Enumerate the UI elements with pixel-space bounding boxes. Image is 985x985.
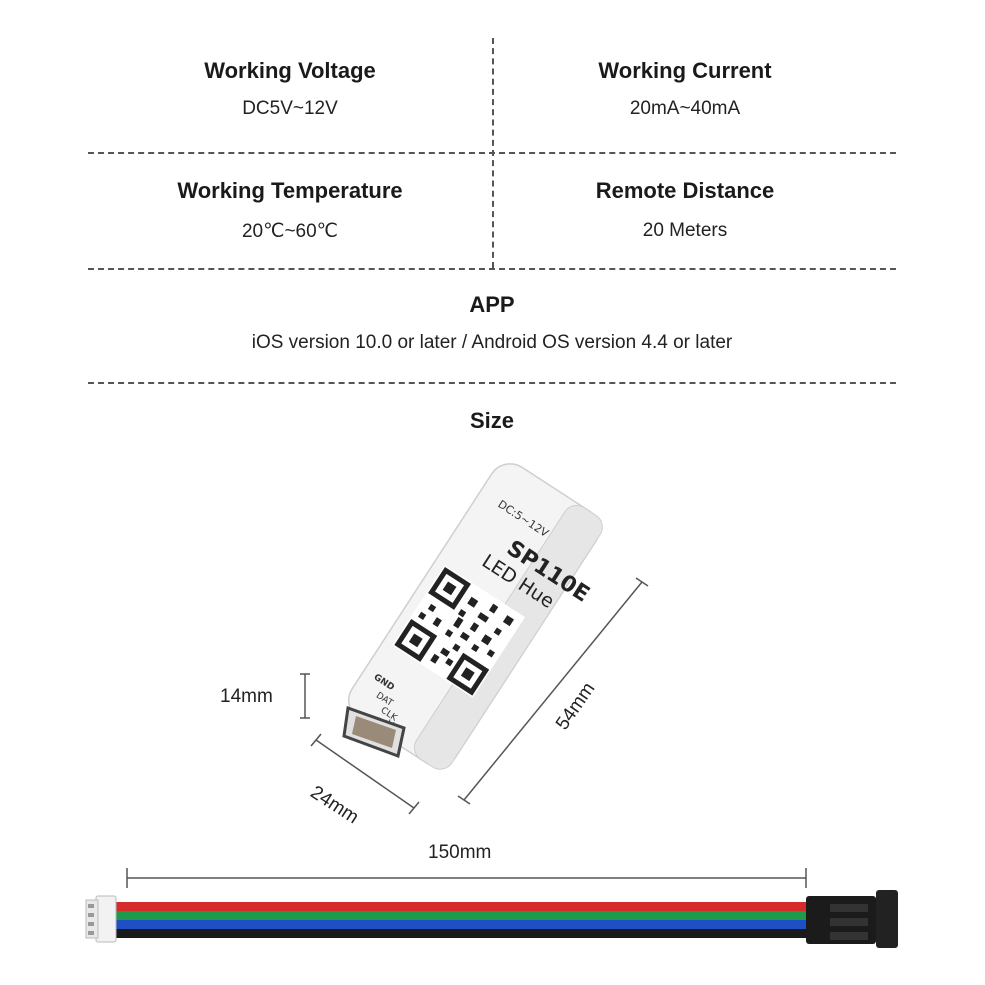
- spec-value-current: 20mA~40mA: [629, 98, 741, 119]
- height-dimension: [300, 673, 310, 719]
- wire-red: [110, 902, 810, 911]
- controller-device: SP110E LED Hue DC:5~12V GND DAT CLK VCC: [347, 463, 603, 770]
- spec-value-voltage: DC5V~12V: [242, 98, 338, 119]
- cable-wires: [110, 902, 810, 938]
- spec-title-distance: Remote Distance: [595, 178, 775, 203]
- spec-title-current: Working Current: [598, 58, 772, 83]
- black-connector: [806, 890, 898, 948]
- height-label: 14mm: [220, 686, 273, 707]
- spec-title-temperature: Working Temperature: [177, 178, 403, 203]
- white-connector: [85, 895, 117, 943]
- spec-title-voltage: Working Voltage: [204, 58, 376, 83]
- divider: [88, 268, 896, 270]
- width-dimension: [310, 733, 420, 815]
- wire-black: [110, 929, 810, 938]
- wire-green: [110, 911, 810, 920]
- divider: [88, 382, 896, 384]
- spec-value-temperature: 20℃~60℃: [241, 221, 339, 242]
- length-dimension: [457, 577, 649, 805]
- spec-value-distance: 20 Meters: [642, 220, 728, 241]
- size-title: Size: [469, 408, 515, 433]
- column-divider: [492, 38, 494, 268]
- app-value: iOS version 10.0 or later / Android OS v…: [251, 332, 733, 353]
- connector-port-inner: [352, 716, 396, 748]
- cable-dimension: [126, 868, 807, 888]
- qr-code: [392, 564, 526, 698]
- app-title: APP: [469, 292, 515, 317]
- wire-blue: [110, 920, 810, 929]
- cable-length-label: 150mm: [428, 842, 492, 863]
